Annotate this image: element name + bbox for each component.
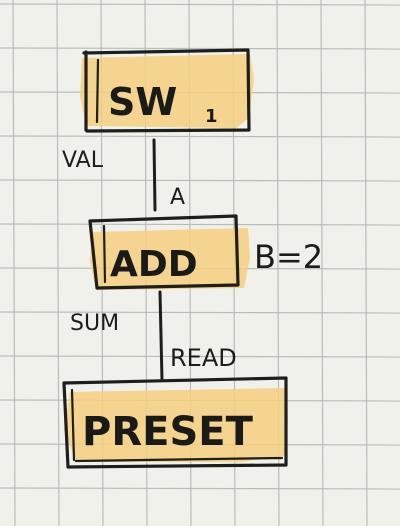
node-add-highlight: [90, 228, 250, 290]
node-preset-box-inner: [70, 388, 284, 463]
grid-line-vertical: [12, 0, 16, 526]
edge-sw-add-out-port: VAL: [62, 148, 104, 173]
grid-line-horizontal: [0, 487, 400, 490]
edge-add-preset-wire: [158, 290, 164, 382]
grid-line-vertical: [320, 0, 324, 526]
node-sw: SW 1: [80, 48, 254, 133]
node-preset-label: PRESET: [82, 409, 254, 455]
grid-line-horizontal: [0, 3, 400, 6]
grid-line-horizontal: [0, 223, 400, 226]
node-preset-box: [62, 376, 288, 469]
node-sw-label: SW: [108, 80, 177, 124]
node-sw-box: [82, 48, 251, 133]
grid-line-horizontal: [0, 355, 400, 358]
edge-add-preset-in-port: READ: [170, 344, 237, 372]
grid-line-vertical: [56, 0, 60, 526]
node-sw-subscript: 1: [205, 106, 218, 127]
grid-line-vertical: [364, 0, 368, 526]
edge-sw-add-wire: [152, 138, 157, 212]
node-sw-highlight: [80, 54, 254, 128]
node-add: ADD B=2: [88, 214, 323, 290]
grid-line-horizontal: [0, 47, 400, 50]
edge-add-preset-out-port: SUM: [70, 311, 119, 336]
node-preset-highlight: [64, 388, 288, 462]
node-add-label: ADD: [110, 244, 198, 285]
node-add-box-inner: [102, 224, 107, 284]
grid-line-horizontal: [0, 135, 400, 138]
node-sw-box-inner: [95, 58, 100, 124]
node-preset: PRESET: [62, 376, 288, 469]
grid-line-horizontal: [0, 179, 400, 182]
node-add-box: [88, 214, 240, 290]
node-add-param: B=2: [254, 238, 323, 276]
grid-line-horizontal: [0, 311, 400, 314]
edge-sw-add-in-port: A: [170, 185, 185, 210]
